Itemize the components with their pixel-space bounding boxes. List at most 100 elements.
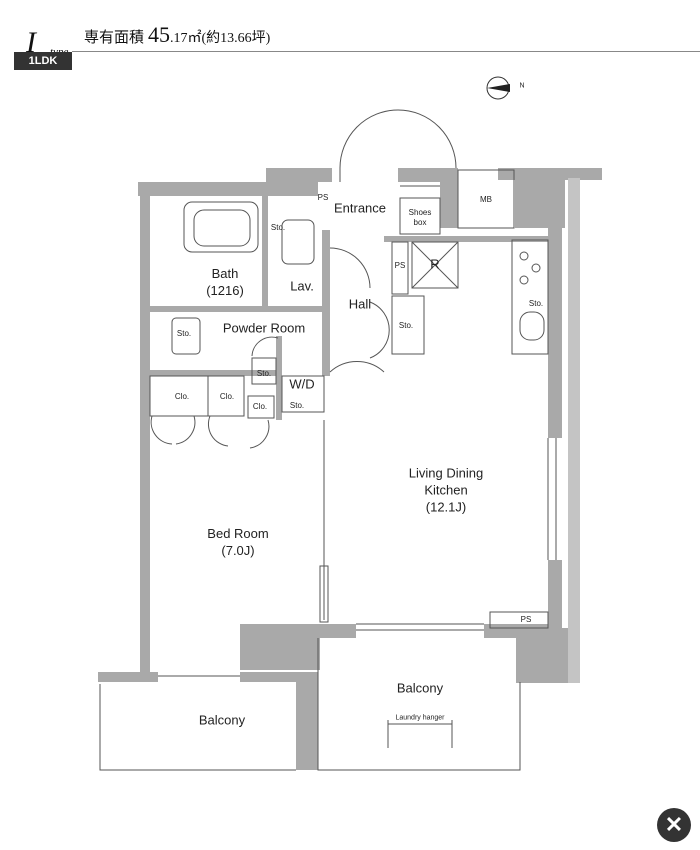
- closet-door-3: [207, 415, 229, 447]
- compass-north-label: N: [519, 82, 525, 90]
- ps-ldk-label: PS: [520, 615, 532, 624]
- shoes-box-label: Shoes box: [409, 208, 432, 228]
- bath-label: Bath (1216): [206, 265, 244, 299]
- bedroom-label-line2: (7.0J): [221, 543, 255, 558]
- wall-top-left: [138, 182, 266, 196]
- balcony-right-label: Balcony: [396, 680, 444, 696]
- ps-hall-label: PS: [394, 261, 406, 270]
- walls: [98, 168, 602, 770]
- shoes-box-label-line2: box: [413, 218, 427, 227]
- sto-powder-left-label: Sto.: [176, 329, 192, 338]
- wall-bottom-middle: [320, 624, 356, 638]
- bathtub-inner: [193, 209, 251, 247]
- stove-burner-2: [531, 263, 541, 273]
- area-info: 専有面積 45.17㎡(約13.66坪): [84, 22, 270, 48]
- stove-burner-3: [519, 275, 529, 285]
- area-label: 専有面積: [84, 30, 145, 46]
- ldk-label-line1: Living Dining: [408, 465, 484, 481]
- wall-top-entrance-post: [318, 168, 332, 182]
- powder-door-swing: [251, 336, 279, 357]
- compass-icon: [486, 76, 510, 100]
- closets-row: [149, 375, 245, 417]
- balcony-left-label: Balcony: [198, 712, 246, 728]
- sto-hall-label: Sto.: [398, 321, 414, 330]
- fridge-space: [411, 241, 459, 289]
- area-unit: ㎡: [187, 31, 202, 46]
- wall-wd-left: [276, 336, 282, 420]
- closet-door-4: [249, 419, 270, 449]
- wall-ldk-top: [384, 236, 550, 242]
- closet-label-3: Clo.: [252, 402, 268, 411]
- wall-right-upper: [548, 228, 562, 438]
- ps-ldk-box: [489, 611, 549, 629]
- wall-left-upper: [140, 196, 150, 346]
- wall-mb-right: [515, 178, 565, 228]
- sto-lav-label: Sto.: [270, 223, 286, 232]
- header-divider: [72, 51, 700, 52]
- toilet-area: [171, 317, 201, 355]
- kitchen-counter: [511, 239, 549, 355]
- sto-closet-box: [247, 395, 275, 419]
- fixtures: [99, 109, 557, 771]
- powder-room-label: Powder Room: [222, 320, 306, 336]
- wall-bottom-right: [484, 624, 548, 638]
- hall-door-swing-2: [369, 301, 390, 359]
- balcony-right-outline: [317, 638, 521, 771]
- wall-left-lower: [140, 346, 150, 672]
- type-letter: I: [26, 26, 36, 59]
- mb-label: MB: [480, 195, 492, 204]
- entrance-door-swing: [339, 109, 457, 169]
- close-button[interactable]: ✕: [657, 808, 691, 842]
- sto-powder-right-box: [251, 357, 277, 385]
- sliding-door: [319, 565, 329, 623]
- area-integer: 45: [148, 22, 171, 47]
- wall-top-right: [498, 168, 602, 180]
- wd-space: [281, 375, 325, 413]
- wall-balcony-divider: [296, 672, 318, 770]
- lavatory-basin: [281, 219, 315, 265]
- bathtub: [183, 201, 259, 253]
- sto-wd-label: Sto.: [289, 401, 305, 410]
- fridge-cross2: [411, 241, 459, 289]
- layout-badge: 1LDK: [14, 52, 72, 70]
- sto-kitchen-label: Sto.: [528, 299, 544, 308]
- area-tsubo: (約13.66坪): [201, 31, 271, 46]
- ps-hall-box: [391, 241, 409, 295]
- wall-powder-top: [150, 306, 322, 312]
- ldk-door-swing: [329, 361, 385, 373]
- wall-right-outer: [568, 178, 580, 683]
- ldk-label: Living Dining Kitchen (12.1J): [409, 465, 483, 516]
- wall-top-entrance-left: [266, 168, 318, 196]
- area-decimal: .17: [170, 31, 188, 46]
- bath-label-line2: (1216): [206, 283, 244, 298]
- wall-balcony-left-top: [98, 672, 158, 682]
- balcony-left-outline: [99, 684, 296, 771]
- laundry-hanger-label: Laundry hanger: [395, 714, 445, 722]
- mb-space: [457, 169, 515, 229]
- closet-door-2: [175, 415, 196, 445]
- ps-entrance-label: PS: [317, 193, 329, 202]
- wall-mb-left: [440, 168, 458, 228]
- lav-label: Lav.: [290, 278, 314, 294]
- bedroom-label: Bed Room (7.0J): [207, 525, 268, 559]
- closet-door-1: [150, 415, 173, 445]
- closet-label-1: Clo.: [174, 392, 190, 401]
- hall-label: Hall: [348, 296, 372, 312]
- wall-hall-left: [322, 230, 330, 376]
- fridge-label: R: [430, 256, 440, 272]
- entrance-label: Entrance: [333, 200, 387, 216]
- wall-bottom-middle-left: [240, 624, 320, 670]
- bedroom-label-line1: Bed Room: [207, 526, 269, 541]
- wall-closets-top: [150, 370, 280, 376]
- ldk-label-line2: Kitchen: [424, 482, 468, 498]
- bath-label-line1: Bath: [211, 266, 239, 281]
- wall-balcony-left-top2: [240, 672, 298, 682]
- sto-powder-right-label: Sto.: [256, 369, 272, 378]
- hall-door-swing-1: [329, 247, 371, 289]
- wd-label: W/D: [289, 376, 315, 392]
- ldk-label-line3: (12.1J): [425, 499, 467, 515]
- sto-hall-box: [391, 295, 425, 355]
- shoes-box-label-line1: Shoes: [408, 208, 432, 217]
- closet-label-2: Clo.: [219, 392, 235, 401]
